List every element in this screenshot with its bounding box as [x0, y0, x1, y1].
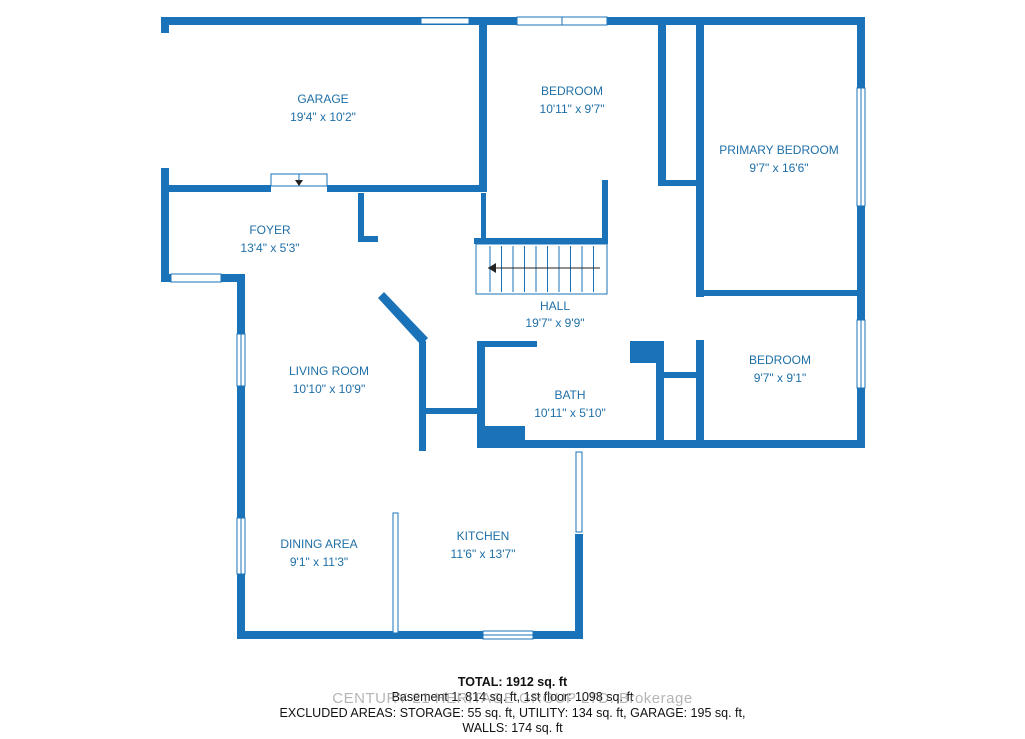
total-area: TOTAL: 1912 sq. ft	[457, 675, 568, 689]
room-name: PRIMARY BEDROOM	[719, 143, 839, 157]
room-name: GARAGE	[297, 92, 348, 106]
room-name: KITCHEN	[457, 529, 510, 543]
walls-area: WALLS: 174 sq. ft	[462, 721, 563, 735]
brokerage-watermark: CENTURY 21 HERITAGE GROUP LTD. Brokerage	[332, 690, 693, 707]
room-dims: 10'11" x 9'7"	[540, 102, 605, 116]
room-dims: 19'4" x 10'2"	[290, 110, 356, 124]
garage-door	[270, 173, 328, 187]
room-dims: 19'7" x 9'9"	[525, 316, 584, 330]
room-name: HALL	[540, 299, 570, 313]
room-dims: 10'10" x 10'9"	[293, 382, 366, 396]
diagonal-wall	[378, 292, 428, 345]
stairs	[475, 243, 608, 295]
room-dims: 10'11" x 5'10"	[534, 406, 606, 420]
room-name: LIVING ROOM	[289, 364, 369, 378]
room-name: DINING AREA	[280, 537, 357, 551]
room-name: BATH	[554, 388, 585, 402]
room-labels: GARAGE 19'4" x 10'2" BEDROOM 10'11" x 9'…	[240, 84, 838, 569]
room-name: BEDROOM	[749, 353, 811, 367]
room-dims: 13'4" x 5'3"	[240, 241, 299, 255]
walls	[161, 17, 865, 639]
room-name: FOYER	[249, 223, 291, 237]
room-dims: 9'1" x 11'3"	[290, 555, 348, 569]
room-name: BEDROOM	[541, 84, 603, 98]
excluded-areas: EXCLUDED AREAS: STORAGE: 55 sq. ft, UTIL…	[279, 706, 746, 720]
room-dims: 9'7" x 16'6"	[749, 161, 808, 175]
room-dims: 11'6" x 13'7"	[451, 547, 516, 561]
room-dims: 9'7" x 9'1"	[754, 371, 806, 385]
windows	[170, 16, 866, 640]
floor-areas: Basement 1: 814 sq. ft, 1st floor: 1098 …	[391, 690, 634, 704]
